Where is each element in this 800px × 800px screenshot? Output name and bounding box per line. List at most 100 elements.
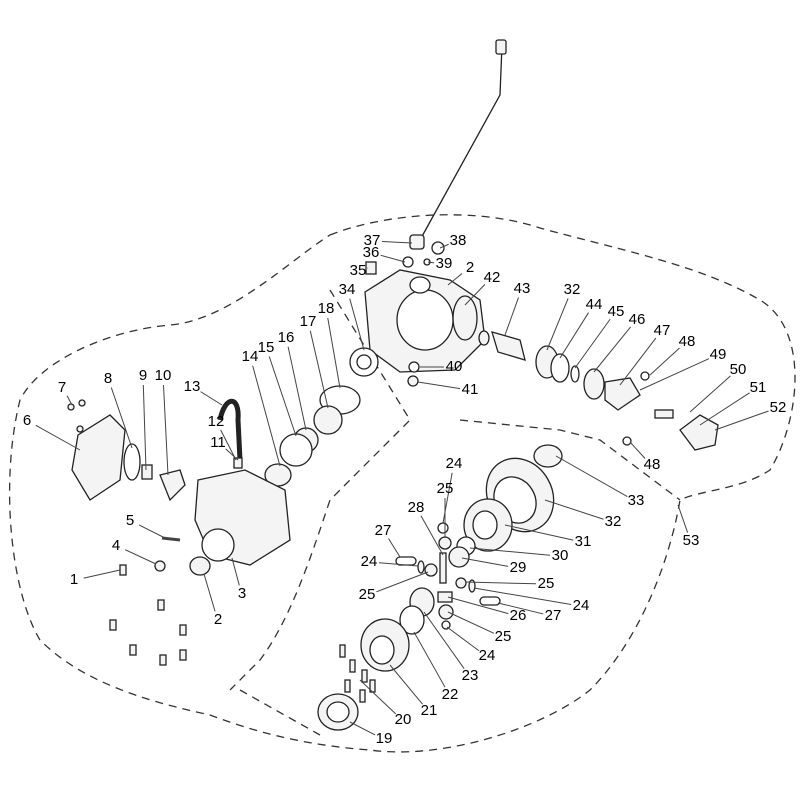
leader-line [464, 581, 537, 585]
leader-line [555, 455, 628, 498]
leader-line [714, 410, 769, 431]
leader-line [504, 524, 574, 541]
leader-line [447, 611, 495, 634]
leader-line [381, 240, 413, 244]
part-callout-label: 13 [184, 378, 201, 395]
part-callout-label: 30 [552, 547, 569, 564]
part-callout-label: 49 [710, 346, 727, 363]
part-callout-label: 24 [446, 455, 463, 472]
leader-line [220, 429, 237, 461]
group-boundary-diff [229, 289, 411, 691]
leader-line [649, 347, 680, 376]
leader-line [327, 317, 341, 389]
leader-line [559, 312, 590, 359]
leader-line [689, 375, 731, 413]
part-callout-label: 48 [644, 456, 661, 473]
leader-line [546, 298, 569, 351]
part-callout-label: 25 [437, 480, 454, 497]
leader-line [420, 515, 444, 556]
part-callout-label: 2 [466, 259, 474, 276]
speed-sensor-cable [409, 39, 507, 250]
leader-lines [35, 240, 769, 736]
part-callout-label: 15 [258, 339, 275, 356]
leader-line [225, 448, 239, 461]
leader-line [464, 284, 486, 306]
leader-line [427, 261, 435, 264]
part-callout-label: 44 [586, 296, 603, 313]
leader-line [138, 524, 166, 539]
leader-line [359, 679, 397, 715]
leader-line [447, 273, 463, 286]
leader-line [469, 547, 551, 556]
part-callout-label: 40 [446, 358, 463, 375]
leader-line [417, 381, 461, 390]
leader-line [309, 330, 329, 409]
part-callout-label: 2 [214, 611, 222, 628]
leader-line [376, 571, 429, 593]
part-callout-label: 52 [770, 399, 787, 416]
right-housing [364, 241, 486, 387]
leader-line [380, 254, 406, 263]
part-callout-label: 11 [210, 434, 226, 451]
part-callout-label: 25 [538, 575, 555, 592]
leader-line [35, 424, 81, 451]
part-callout-label: 50 [730, 361, 747, 378]
leader-line [124, 549, 157, 565]
part-callout-label: 29 [510, 559, 527, 576]
leader-line [629, 441, 646, 459]
leader-line [461, 557, 509, 567]
leader-line [619, 337, 657, 386]
part-callout-label: 45 [608, 303, 625, 320]
leader-line [413, 631, 446, 688]
group-boundary-diff-inner [239, 419, 681, 736]
part-callout-label: 25 [359, 586, 376, 603]
part-callout-label: 12 [208, 413, 225, 430]
leader-line [574, 318, 611, 369]
part-callout-label: 18 [318, 300, 335, 317]
part-callout-label: 19 [376, 730, 393, 747]
part-callout-label: 35 [350, 262, 367, 279]
part-callout-label: 14 [242, 348, 259, 365]
bolts-20 [339, 644, 376, 703]
part-callout-label: 34 [339, 281, 356, 298]
part-callout-label: 32 [605, 513, 622, 530]
leader-line [163, 384, 169, 476]
pinion-shaft-assembly [349, 330, 719, 451]
part-callout-label: 8 [104, 370, 112, 387]
left-housing [67, 399, 291, 666]
part-callout-label: 27 [545, 607, 562, 624]
leader-line [446, 626, 480, 652]
part-callout-label: 39 [436, 255, 453, 272]
leader-line [268, 356, 297, 437]
leader-line [677, 504, 689, 533]
group-boundary-outer [8, 214, 796, 753]
part-callout-label: 5 [126, 512, 134, 529]
part-callout-label: 22 [442, 686, 459, 703]
part-callout-label: 41 [462, 381, 479, 398]
part-callout-label: 24 [573, 597, 590, 614]
part-callout-label: 3 [238, 585, 246, 602]
leader-line [639, 358, 710, 391]
leader-line [349, 298, 365, 351]
part-callout-label: 47 [654, 322, 671, 339]
part-callout-label: 10 [155, 367, 172, 384]
leader-line [593, 326, 632, 373]
leader-line [231, 557, 240, 586]
part-callout-label: 4 [112, 537, 120, 554]
differential-assembly [317, 444, 563, 731]
leader-line [699, 392, 750, 426]
part-callout-label: 1 [70, 571, 78, 588]
part-callout-label: 43 [514, 280, 531, 297]
part-callout-label: 9 [139, 367, 147, 384]
part-callout-label: 25 [495, 628, 512, 645]
part-callout-label: 38 [450, 232, 467, 249]
bolts-1 [109, 564, 187, 666]
part-callout-label: 33 [628, 492, 645, 509]
part-callout-label: 20 [395, 711, 412, 728]
part-callout-label: 51 [750, 379, 767, 396]
leader-line [497, 602, 544, 615]
leader-line [504, 297, 520, 336]
part-callout-label: 24 [361, 553, 378, 570]
